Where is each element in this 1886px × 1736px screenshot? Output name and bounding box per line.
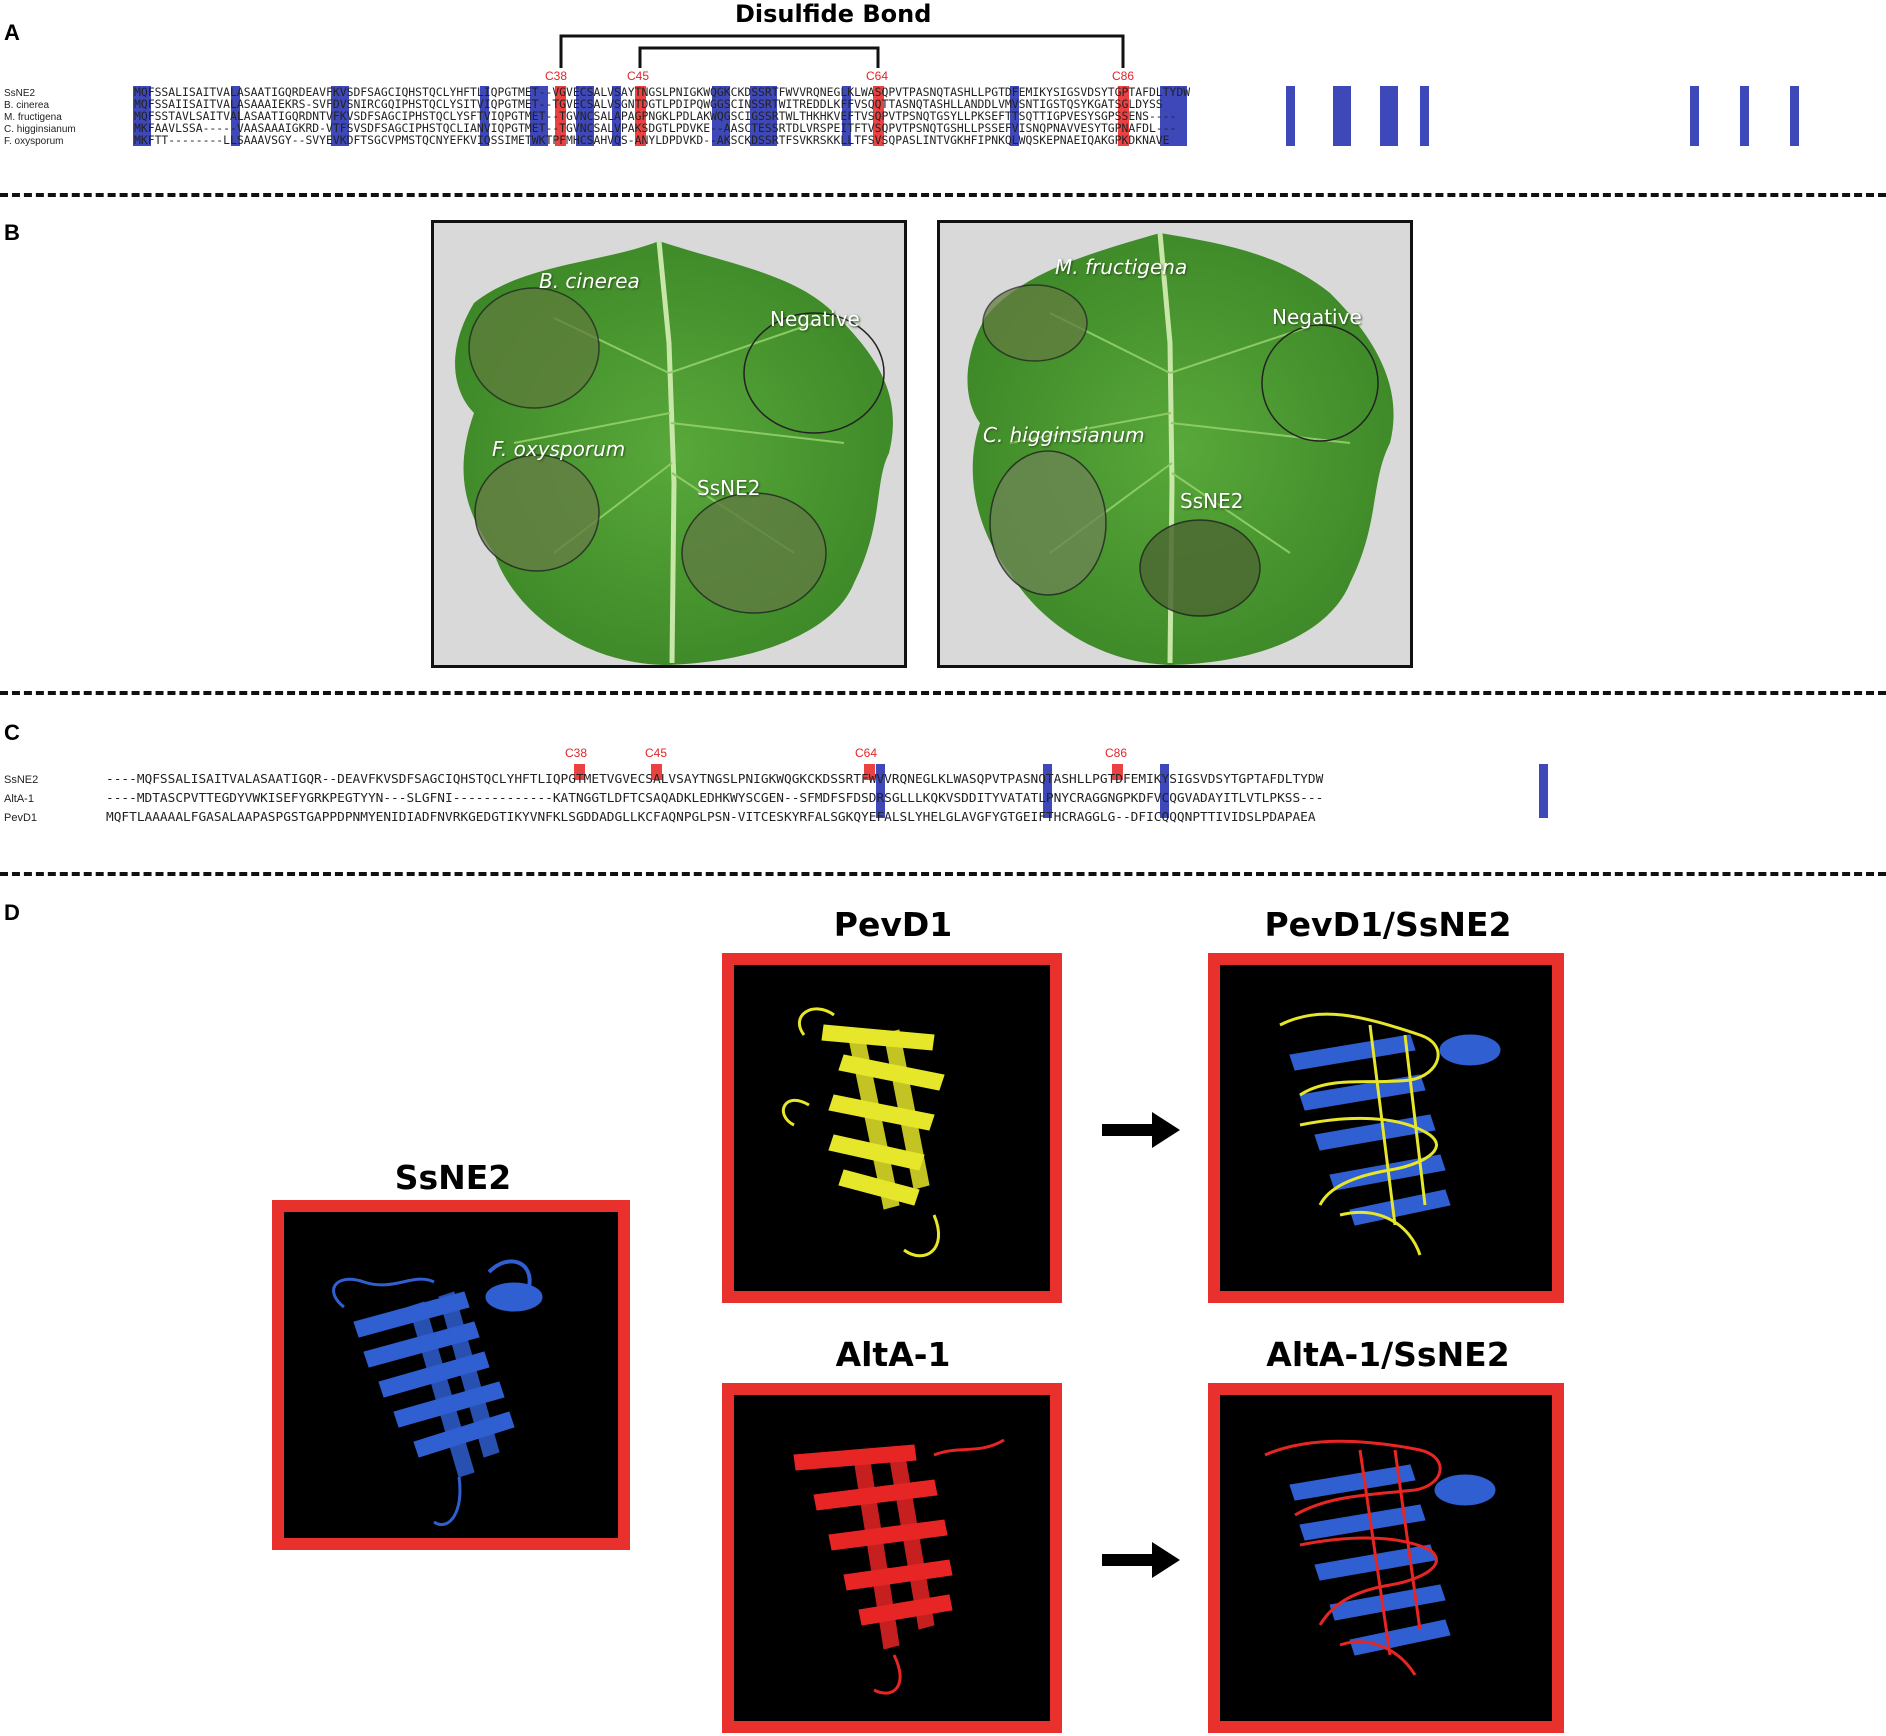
cys-label-c38: C38 [565, 746, 588, 760]
protein-ribbon-ssne2 [332, 1259, 543, 1526]
structure-alta1-ssne2-overlay [1208, 1383, 1564, 1733]
leaf-photo-left: B. cinerea Negative F. oxysporum SsNE2 [431, 220, 907, 668]
cys-label-c45: C45 [645, 746, 668, 760]
seq-row: MQFSSAIISAITVALASAAAIEKRS-SVFDVSNIRCGQIP… [134, 97, 1163, 111]
divider [0, 691, 1886, 695]
cys-label-c45: C45 [627, 69, 650, 83]
panel-letter-d: D [4, 900, 20, 925]
structure-title-alta1: AltA-1 [835, 1335, 951, 1374]
disulfide-bond-brackets [559, 34, 1125, 68]
seq-name: B. cinerea [4, 100, 50, 111]
structure-pevd1 [722, 953, 1062, 1303]
divider [0, 872, 1886, 876]
structure-title-pevd1: PevD1 [833, 905, 953, 944]
protein-ribbon-overlay-pevd1 [1279, 1012, 1501, 1256]
arrow-right-icon [1102, 1542, 1180, 1578]
cys-label-c86: C86 [1105, 746, 1128, 760]
seq-name: AltA-1 [4, 793, 34, 805]
disulfide-bond-title: Disulfide Bond [735, 0, 932, 28]
leaf-label-m-fructigena: M. fructigena [1055, 255, 1188, 279]
seq-row: MKFTT--------LLSAAAVSGY--SVYEVKDFTSGCVPM… [134, 133, 1170, 147]
arrow-right-icon [1102, 1112, 1180, 1148]
leaf-label-negative: Negative [1272, 305, 1362, 329]
protein-ribbon-pevd1 [781, 1007, 945, 1258]
cys-label-c38: C38 [545, 69, 568, 83]
cys-label-c86: C86 [1112, 69, 1135, 83]
leaf-photo-right: M. fructigena Negative C. higginsianum S… [937, 220, 1413, 668]
seq-row: MQFSSTAVLSAITVALASAATIGQRDNTVFKVSDFSAGCI… [134, 109, 1177, 123]
leaf-illustration [455, 240, 893, 665]
panel-letter-c: C [4, 720, 20, 745]
seq-row: MQFSSALISAITVALASAATIGQRDEAVFKVSDFSAGCIQ… [134, 85, 1191, 99]
seq-name: SsNE2 [4, 774, 39, 786]
cys-label-c64: C64 [866, 69, 889, 83]
panel-letter-b: B [4, 220, 20, 245]
seq-row: MKFAAVLSSA-----VAASAAAIGKRD-VTFSVSDFSAGC… [134, 121, 1177, 135]
leaf-label-c-higginsianum: C. higginsianum [983, 423, 1145, 447]
protein-ribbon-overlay-alta1 [1264, 1439, 1496, 1676]
leaf-illustration [967, 232, 1394, 665]
leaf-label-ssne2: SsNE2 [697, 476, 761, 500]
cys-label-c64: C64 [855, 746, 878, 760]
divider [0, 193, 1886, 197]
leaf-label-b-cinerea: B. cinerea [539, 269, 640, 293]
structure-alta1 [722, 1383, 1062, 1733]
seq-row: MQFTLAAAAALFGASALAAPASPGSTGAPPDPNMYENIDI… [106, 810, 1316, 825]
seq-row: ----MDTASCPVTTEGDYVWKISEFYGRKPEGTYYN---S… [106, 791, 1324, 806]
structure-title-ssne2: SsNE2 [394, 1158, 512, 1197]
protein-ribbon-alta1 [793, 1438, 1005, 1695]
panel-letter-a: A [4, 20, 20, 45]
seq-name: F. oxysporum [4, 136, 64, 147]
structure-ssne2 [272, 1200, 630, 1550]
structure-title-pevd1-ssne2: PevD1/SsNE2 [1264, 905, 1512, 944]
seq-row: ----MQFSSALISAITVALASAATIGQR--DEAVFKVSDF… [106, 772, 1324, 787]
seq-name: PevD1 [4, 812, 38, 824]
structure-pevd1-ssne2-overlay [1208, 953, 1564, 1303]
structure-title-alta1-ssne2: AltA-1/SsNE2 [1266, 1335, 1510, 1374]
leaf-label-f-oxysporum: F. oxysporum [492, 437, 626, 461]
seq-name: C. higginsianum [4, 124, 76, 135]
leaf-label-ssne2: SsNE2 [1180, 489, 1244, 513]
seq-name: M. fructigena [4, 112, 62, 123]
leaf-label-negative: Negative [770, 307, 860, 331]
seq-name: SsNE2 [4, 88, 36, 99]
